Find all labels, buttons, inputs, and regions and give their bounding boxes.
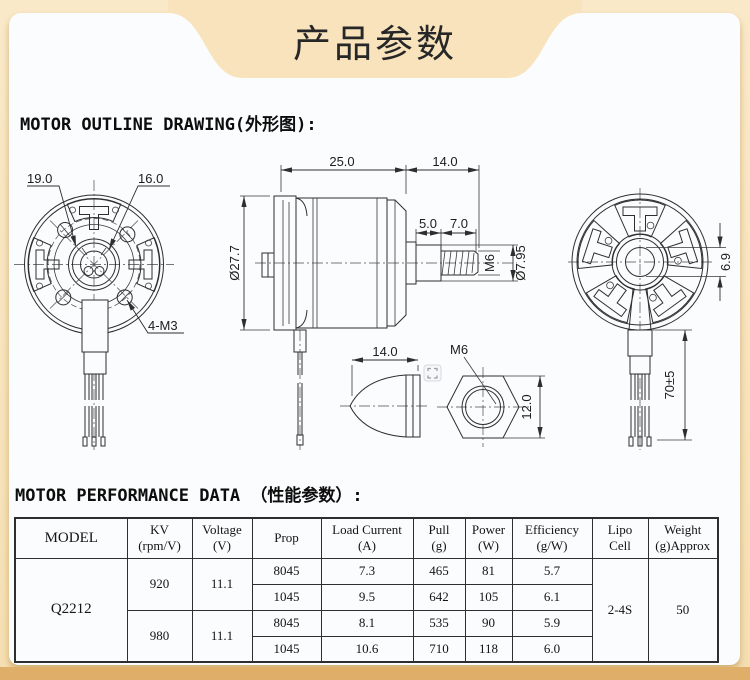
performance-heading: MOTOR PERFORMANCE DATA （性能参数）:: [15, 486, 363, 506]
cell-power: 118: [464, 635, 513, 663]
table-row: 1045 9.5 642 105 6.1: [15, 583, 718, 611]
cell-kv: 980: [126, 609, 193, 663]
dim-nut-12: 12.0: [519, 394, 534, 419]
dim-side-25: 25.0: [329, 154, 354, 169]
dim-side-dia795: Ø7.95: [513, 245, 528, 280]
cell-pull: 642: [412, 583, 466, 611]
cell-power: 81: [464, 557, 513, 585]
cell-load-current: 7.3: [320, 557, 414, 585]
dim-front-19: 19.0: [27, 171, 52, 186]
cell-lipo: 2-4S: [591, 557, 649, 663]
dim-front-4m3: 4-M3: [148, 318, 178, 333]
motor-outline-drawing: 19.0 16.0 4-M3: [14, 154, 733, 450]
cell-pull: 465: [412, 557, 466, 585]
side-view: 25.0 14.0 5.0 7.0 Ø27.7 M6 Ø7.95: [227, 154, 528, 450]
cell-efficiency: 5.7: [511, 557, 593, 585]
cell-prop: 8045: [251, 609, 322, 637]
prop-nut-view: 14.0: [340, 344, 428, 438]
dim-rear-wire: 70±5: [662, 371, 677, 400]
dim-spinner-14: 14.0: [372, 344, 397, 359]
cell-load-current: 8.1: [320, 609, 414, 637]
cell-power: 105: [464, 583, 513, 611]
page-title: 产品参数: [292, 24, 457, 66]
header-power: Power (W): [464, 517, 513, 559]
title-tab: [168, 0, 582, 78]
outline-heading: MOTOR OUTLINE DRAWING(外形图):: [20, 115, 317, 135]
table-row: 980 11.1 8045 8.1 535 90 5.9: [15, 609, 718, 663]
cell-weight: 50: [647, 557, 719, 663]
cell-pull: 710: [412, 635, 466, 663]
cell-efficiency: 6.0: [511, 635, 593, 663]
front-view: 19.0 16.0 4-M3: [14, 171, 184, 450]
bottom-strip: [0, 667, 750, 680]
dim-side-14: 14.0: [432, 154, 457, 169]
dim-side-m6: M6: [482, 254, 497, 272]
cell-efficiency: 5.9: [511, 609, 593, 637]
header-weight: Weight (g)Approx: [647, 517, 719, 559]
header-efficiency: Efficiency (g/W): [511, 517, 593, 559]
rear-view: 6.9 70±5: [568, 188, 733, 450]
cell-load-current: 10.6: [320, 635, 414, 663]
dim-nut-m6: M6: [450, 342, 468, 357]
table-row: Q2212 920 11.1 8045 7.3 465 81 5.7 2-4S …: [14, 557, 719, 663]
dim-side-5: 5.0: [419, 216, 437, 231]
header-kv: KV (rpm/V): [126, 517, 193, 559]
cell-power: 90: [464, 609, 513, 637]
title-tab-shape: [168, 0, 582, 78]
cell-prop: 8045: [251, 557, 322, 585]
header-pull: Pull (g): [412, 517, 466, 559]
cell-voltage: 11.1: [191, 557, 253, 611]
cell-prop: 1045: [251, 635, 322, 663]
table-row: 1045 10.6 710 118 6.0: [15, 635, 718, 663]
cell-kv: 920: [126, 557, 193, 611]
image-search-icon[interactable]: [423, 364, 442, 382]
cell-load-current: 9.5: [320, 583, 414, 611]
cell-pull: 535: [412, 609, 466, 637]
hex-nut-view: M6 12.0: [437, 342, 545, 447]
header-prop: Prop: [251, 517, 322, 559]
header-voltage: Voltage (V): [191, 517, 253, 559]
header-lipo: Lipo Cell: [591, 517, 649, 559]
header-load-current: Load Current (A): [320, 517, 414, 559]
header-model: MODEL: [14, 517, 128, 559]
dim-front-16: 16.0: [138, 171, 163, 186]
cell-model: Q2212: [14, 557, 128, 663]
cell-prop: 1045: [251, 583, 322, 611]
cell-efficiency: 6.1: [511, 583, 593, 611]
cell-voltage: 11.1: [191, 609, 253, 663]
dim-side-7: 7.0: [450, 216, 468, 231]
performance-table: MODEL KV (rpm/V) Voltage (V) Prop Load C…: [14, 517, 719, 663]
table-header-row: MODEL KV (rpm/V) Voltage (V) Prop Load C…: [14, 517, 719, 559]
dim-rear-69: 6.9: [718, 253, 733, 271]
dim-side-dia277: Ø27.7: [227, 245, 242, 280]
